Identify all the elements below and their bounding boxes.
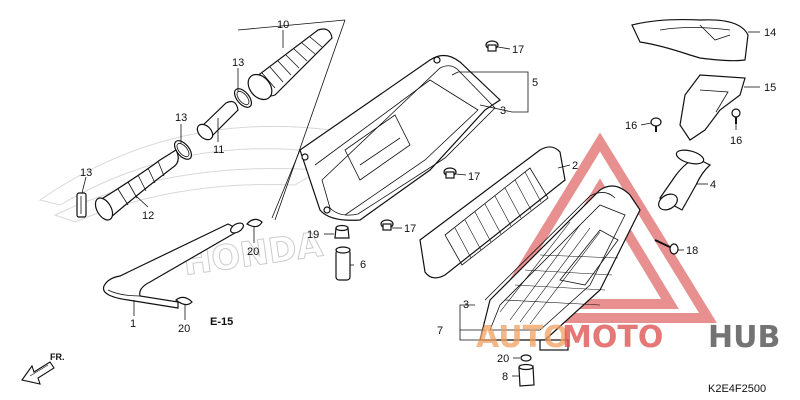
part-3-seal-upper — [321, 65, 496, 216]
part-15-bracket — [679, 74, 746, 141]
callout-3-lower: 3 — [463, 299, 469, 311]
callout-19: 19 — [307, 229, 319, 241]
part-20-clip-lower — [175, 296, 193, 306]
callout-numbers: 10 13 13 11 13 12 1 20 20 E-15 17 5 3 17… — [80, 19, 776, 383]
callout-15: 15 — [764, 82, 776, 94]
callout-16-right: 16 — [730, 135, 742, 147]
callout-17-top: 17 — [512, 44, 524, 56]
part-12-curved-duct — [94, 149, 179, 221]
part-5-air-cleaner-case — [299, 54, 501, 221]
part-20-clip-bottom — [520, 354, 532, 362]
part-18-bolt — [654, 239, 679, 255]
callout-12: 12 — [142, 210, 154, 222]
watermark-hub: HUB — [708, 320, 780, 355]
part-20-clip-upper — [246, 218, 263, 228]
part-13-clamp-middle — [173, 140, 193, 160]
part-2-air-element — [419, 146, 566, 279]
callout-13-middle: 13 — [175, 112, 187, 124]
part-8-drain-cap — [518, 363, 535, 387]
callout-18: 18 — [686, 245, 698, 257]
watermark-auto: AUTO — [476, 320, 569, 355]
callout-13-lower: 13 — [80, 167, 92, 179]
leader-lines — [81, 30, 760, 377]
callout-16-left: 16 — [625, 120, 637, 132]
callout-5: 5 — [532, 77, 538, 89]
part-7-air-cleaner-cover — [479, 185, 641, 351]
callout-11: 11 — [213, 144, 224, 156]
callout-17-bottom: 17 — [404, 223, 416, 235]
callout-1: 1 — [130, 318, 136, 330]
callout-4: 4 — [710, 179, 716, 191]
front-direction-indicator: FR. — [21, 352, 65, 385]
part-16-bolt-left — [650, 117, 662, 132]
part-11-tube — [196, 100, 239, 141]
callout-20-bottom: 20 — [497, 353, 509, 365]
callout-17-middle: 17 — [468, 171, 480, 183]
callout-14: 14 — [764, 27, 776, 39]
front-label: FR. — [50, 352, 65, 362]
callout-2: 2 — [572, 160, 578, 172]
part-17-bolt-top — [485, 40, 499, 52]
part-6-drain-plug — [335, 246, 351, 281]
part-17-bolt-middle — [443, 167, 457, 179]
part-16-bolt-right — [731, 108, 741, 124]
part-14-top-cover — [631, 18, 749, 62]
part-1-drain-tube — [102, 222, 244, 309]
callout-7: 7 — [437, 325, 443, 337]
callout-20-lower: 20 — [178, 323, 190, 335]
callout-8: 8 — [502, 371, 508, 383]
watermark-text: AUTO MOTO HUB — [476, 320, 780, 355]
part-13-clamp-lower — [76, 192, 87, 218]
callout-10: 10 — [277, 19, 289, 31]
callout-3-upper: 3 — [500, 105, 506, 117]
part-4-intake-elbow — [658, 149, 712, 211]
part-17-bolt-bottom — [380, 219, 394, 231]
diagram-code: K2E4F2500 — [708, 383, 766, 395]
callout-13-upper: 13 — [232, 57, 244, 69]
watermark-moto: MOTO — [562, 320, 663, 355]
callout-6: 6 — [360, 259, 366, 271]
group-outline — [237, 19, 346, 221]
part-10-intake-duct — [247, 28, 333, 101]
reference-e15: E-15 — [210, 316, 233, 328]
part-19-cap — [334, 224, 350, 239]
callout-20-upper: 20 — [247, 246, 259, 258]
part-3-seal-lower — [484, 192, 616, 301]
